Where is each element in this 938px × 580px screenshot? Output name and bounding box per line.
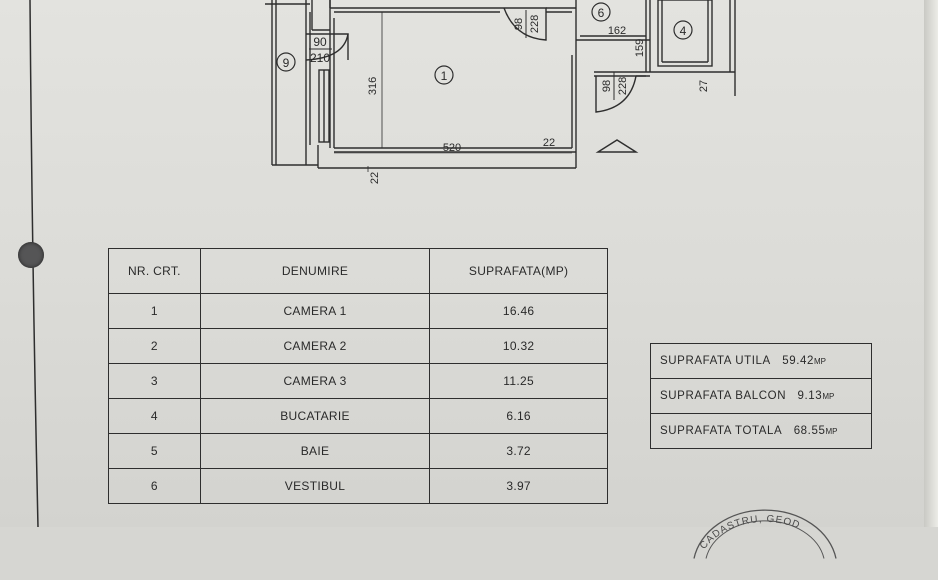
col-header-name: DENUMIRE (199, 248, 431, 294)
summary-unit: MP (814, 357, 826, 366)
dim-22-a: 22 (543, 137, 555, 149)
floor-plan: 9 1 6 4 90 210 98 228 98 228 316 520 22 … (265, 0, 736, 184)
row-area: 16.46 (429, 293, 608, 329)
door-left-height: 210 (310, 51, 330, 65)
summary-row-totala: SUPRAFATA TOTALA 68.55MP (650, 413, 872, 449)
summary-row-utila: SUPRAFATA UTILA 59.42MP (650, 343, 872, 379)
dim-316: 316 (367, 77, 379, 95)
row-area: 3.72 (429, 433, 608, 469)
table-row: 1 CAMERA 1 16.46 (108, 293, 608, 329)
dim-520: 520 (443, 142, 461, 154)
row-area: 10.32 (429, 328, 608, 364)
col-header-area: SUPRAFATA(MP) (429, 248, 608, 294)
table-row: 2 CAMERA 2 10.32 (108, 328, 608, 364)
door-main-width: 98 (513, 18, 525, 30)
cadastre-stamp: CADASTRU, GEOD (693, 509, 837, 559)
row-name: CAMERA 3 (199, 363, 431, 399)
dim-27: 27 (698, 80, 710, 92)
row-nr: 3 (108, 363, 201, 399)
room-marker-6: 6 (598, 6, 605, 20)
row-name: CAMERA 1 (199, 293, 431, 329)
row-nr: 4 (108, 398, 201, 434)
summary-label: SUPRAFATA TOTALA (660, 425, 783, 437)
table-row: 6 VESTIBUL 3.97 (108, 468, 608, 504)
row-nr: 1 (108, 293, 201, 329)
table-row: 4 BUCATARIE 6.16 (108, 398, 608, 434)
summary-cell: SUPRAFATA BALCON 9.13MP (650, 378, 872, 414)
row-area: 3.97 (429, 468, 608, 504)
table-row: 3 CAMERA 3 11.25 (108, 363, 608, 399)
door-small-height: 228 (617, 77, 629, 95)
table-header-row: NR. CRT. DENUMIRE SUPRAFATA(MP) (108, 248, 608, 294)
summary-value: 59.42 (782, 355, 814, 367)
row-name: VESTIBUL (199, 468, 431, 504)
door-left-width: 90 (313, 35, 327, 49)
row-nr: 2 (108, 328, 201, 364)
summary-unit: MP (825, 427, 838, 436)
row-nr: 5 (108, 433, 201, 469)
row-area: 11.25 (429, 363, 608, 399)
room-marker-9: 9 (283, 56, 290, 70)
room-marker-1: 1 (441, 69, 448, 83)
table-row: 5 BAIE 3.72 (108, 433, 608, 469)
row-area: 6.16 (429, 398, 608, 434)
col-header-nr: NR. CRT. (108, 248, 201, 294)
punch-hole (18, 242, 44, 268)
door-small-width: 98 (601, 80, 613, 92)
summary-row-balcon: SUPRAFATA BALCON 9.13MP (650, 378, 872, 414)
summary-value: 9.13 (797, 390, 823, 402)
row-name: BUCATARIE (199, 398, 431, 434)
row-name: BAIE (199, 433, 431, 469)
summary-table: SUPRAFATA UTILA 59.42MP SUPRAFATA BALCON… (650, 343, 872, 449)
room-marker-4: 4 (680, 24, 687, 38)
row-nr: 6 (108, 468, 201, 504)
dim-22-b: 22 (369, 172, 381, 184)
page-edge (924, 0, 938, 527)
summary-value: 68.55 (793, 425, 826, 437)
stamp-text: CADASTRU, GEOD (698, 514, 801, 552)
summary-label: SUPRAFATA BALCON (660, 390, 787, 402)
row-name: CAMERA 2 (199, 328, 431, 364)
door-main-height: 228 (529, 15, 541, 33)
summary-unit: MP (822, 392, 835, 401)
dim-159: 159 (634, 39, 646, 57)
summary-cell: SUPRAFATA UTILA 59.42MP (650, 343, 872, 379)
svg-text:CADASTRU, GEOD: CADASTRU, GEOD (698, 514, 802, 552)
rooms-table: NR. CRT. DENUMIRE SUPRAFATA(MP) 1 CAMERA… (108, 248, 608, 504)
dim-162: 162 (608, 25, 626, 37)
summary-label: SUPRAFATA UTILA (660, 355, 771, 367)
summary-cell: SUPRAFATA TOTALA 68.55MP (650, 413, 872, 449)
